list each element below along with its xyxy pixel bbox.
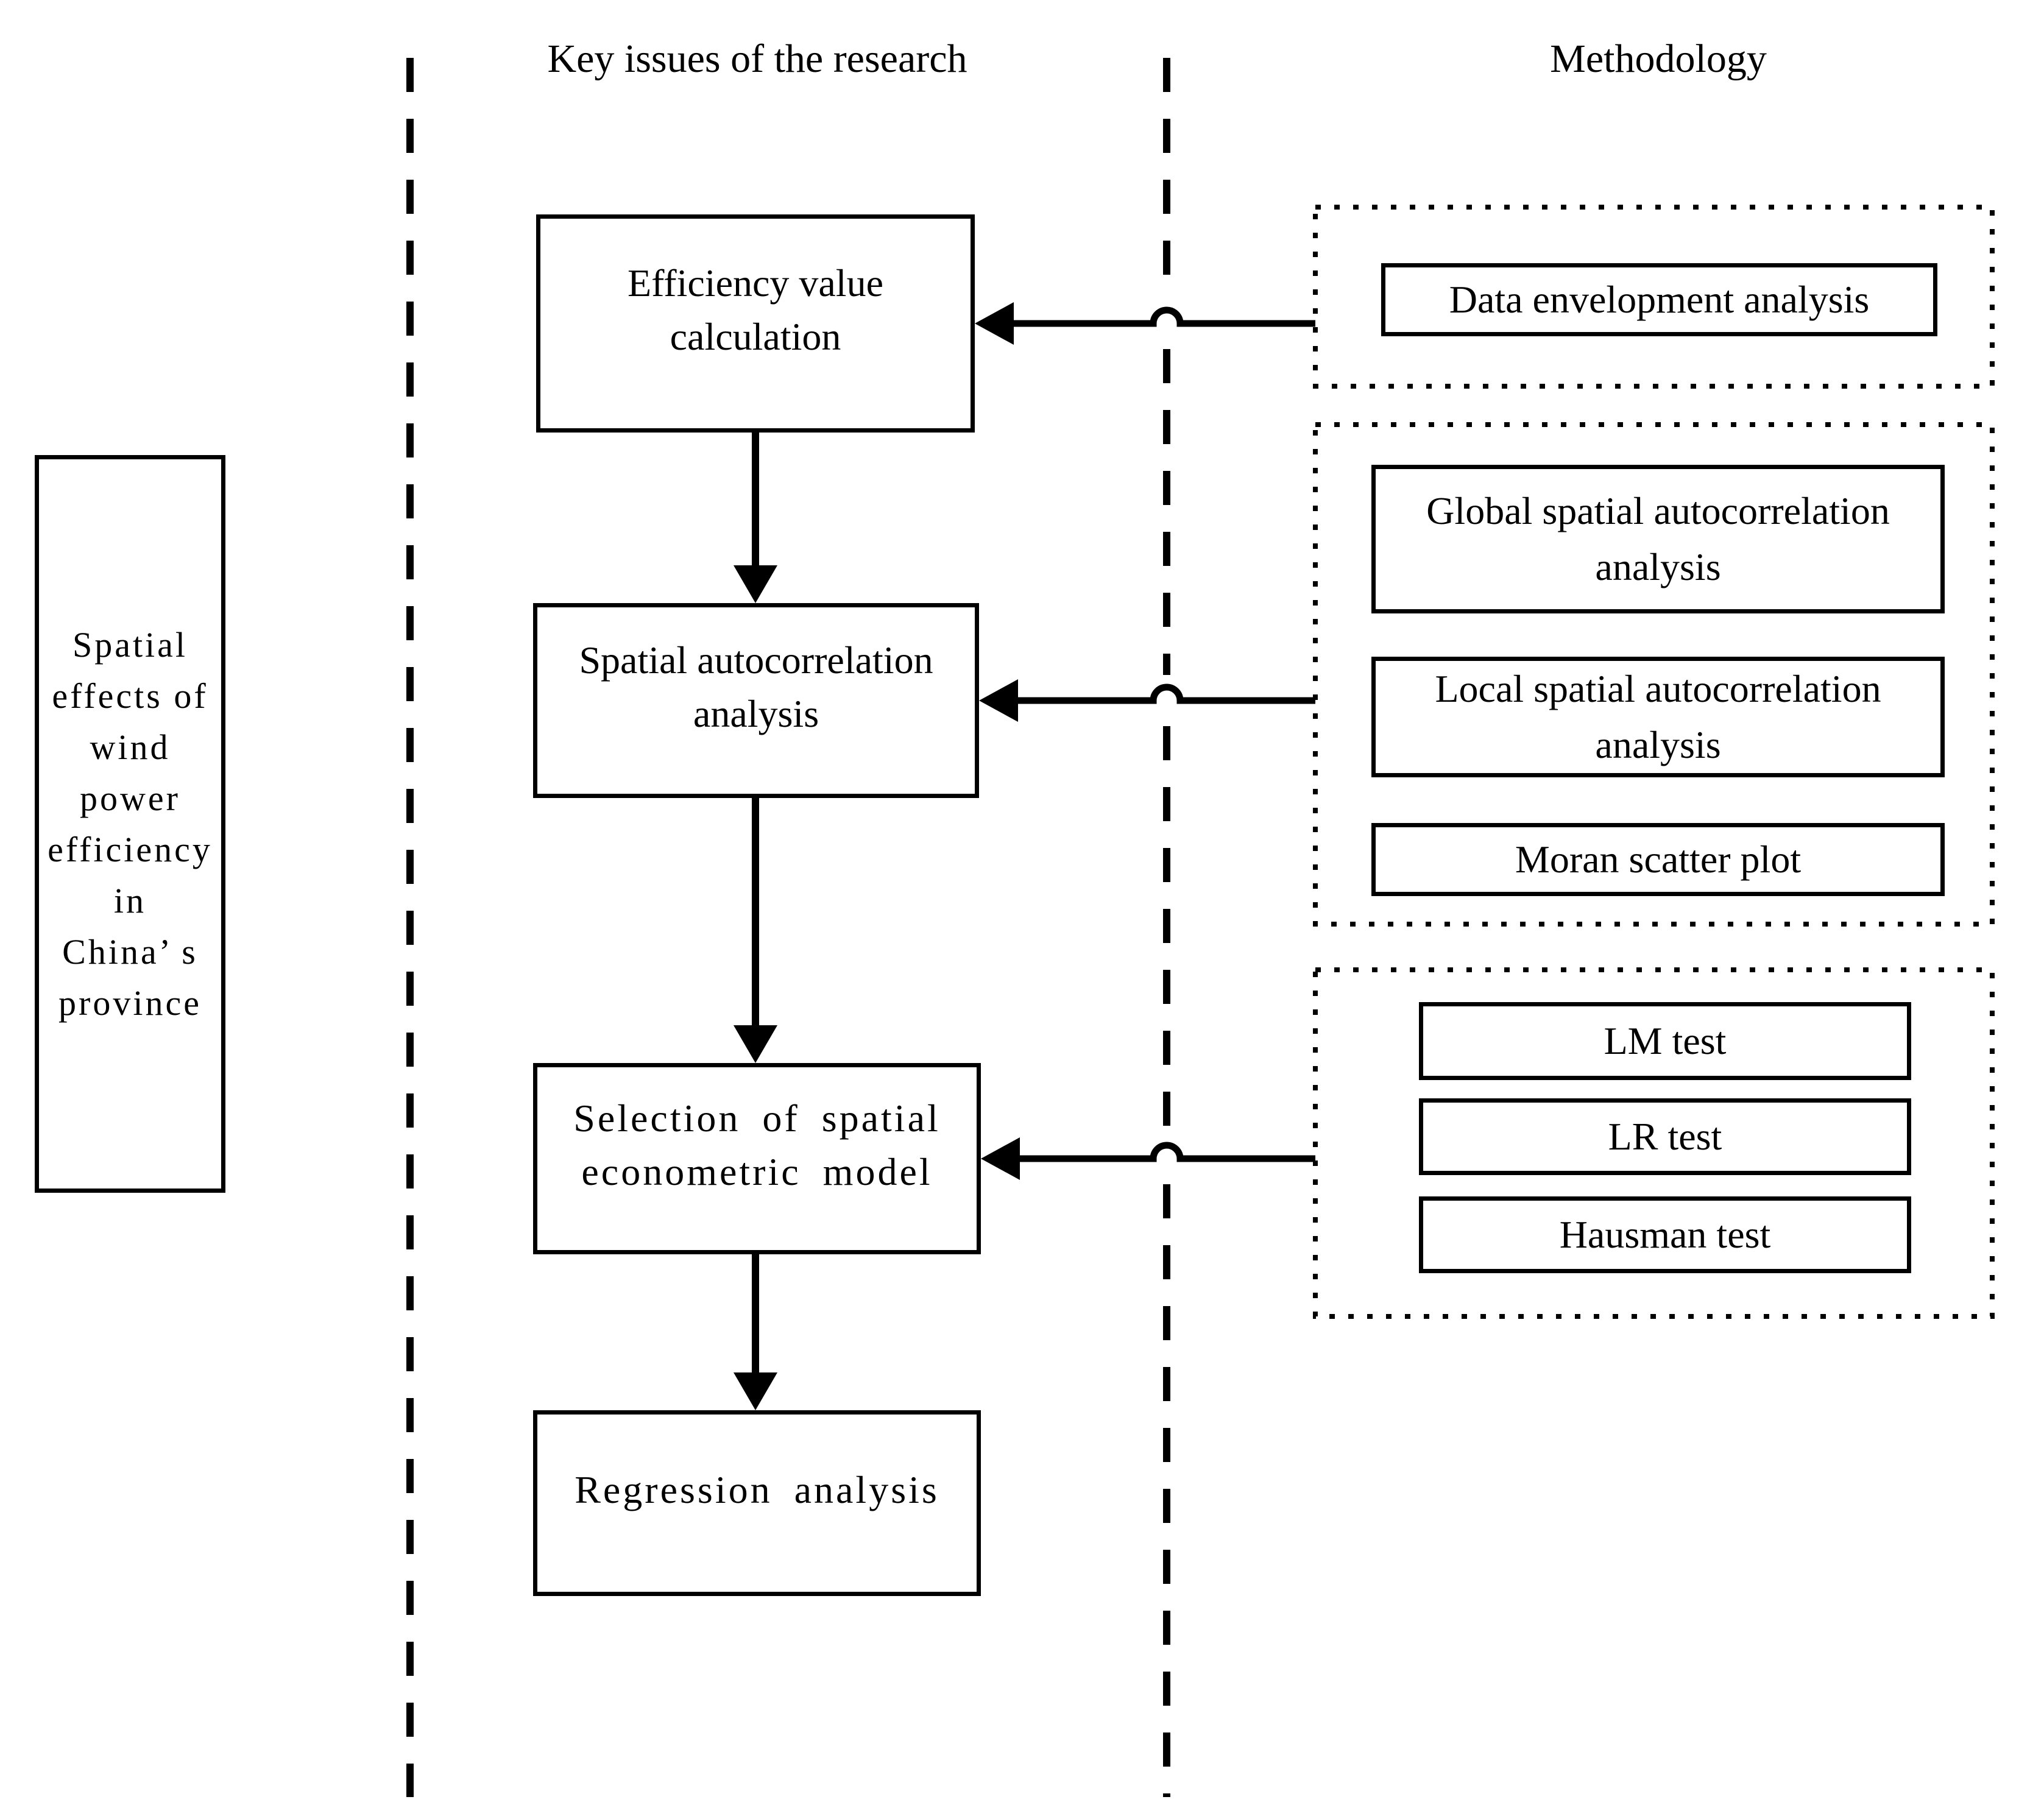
- method-group-frame-3: [1313, 967, 1995, 1319]
- flow-arrow-2: [734, 798, 777, 1063]
- flow-box-selection-of-spatial-econometric-model: Selection of spatial econometric model: [533, 1063, 981, 1254]
- method-arrow-3-shaft: [1014, 1142, 1315, 1162]
- column-header-key-issues: Key issues of the research: [547, 37, 967, 81]
- flow-arrow-2-head-icon: [734, 1025, 777, 1063]
- method-group-frame-1: [1313, 205, 1995, 389]
- method-arrow-3: [981, 1137, 1315, 1180]
- method-box-hausman-test: Hausman test: [1419, 1196, 1911, 1273]
- method-arrow-1-head-icon: [975, 302, 1014, 345]
- flow-arrow-3-head-icon: [734, 1372, 777, 1410]
- method-group-frame-2: [1313, 422, 1995, 927]
- method-arrow-2: [979, 679, 1315, 722]
- method-box-moran-scatter-plot: Moran scatter plot: [1371, 823, 1945, 896]
- method-arrow-2-shaft: [1013, 683, 1315, 704]
- method-box-local-spatial-autocorrelation: Local spatial autocorrelation analysis: [1371, 657, 1945, 777]
- flow-box-spatial-autocorrelation-analysis: Spatial autocorrelation analysis: [533, 603, 979, 798]
- method-box-lr-test: LR test: [1419, 1098, 1911, 1175]
- method-arrow-3-head-icon: [981, 1137, 1020, 1180]
- method-arrow-1-shaft: [1008, 306, 1315, 327]
- method-arrow-1: [975, 302, 1315, 345]
- flow-arrow-3: [734, 1254, 777, 1410]
- method-box-lm-test: LM test: [1419, 1002, 1911, 1080]
- flow-arrow-1: [734, 433, 777, 603]
- column-header-methodology: Methodology: [1550, 37, 1767, 81]
- flow-box-regression-analysis: Regression analysis: [533, 1410, 981, 1596]
- method-box-global-spatial-autocorrelation: Global spatial autocorrelation analysis: [1371, 465, 1945, 613]
- flow-arrow-1-head-icon: [734, 565, 777, 603]
- method-arrow-2-head-icon: [979, 679, 1018, 722]
- method-box-data-envelopment-analysis: Data envelopment analysis: [1381, 263, 1937, 336]
- overview-box: Spatial effects of wind power efficiency…: [35, 455, 225, 1193]
- flow-box-efficiency-value-calculation: Efficiency value calculation: [536, 214, 975, 433]
